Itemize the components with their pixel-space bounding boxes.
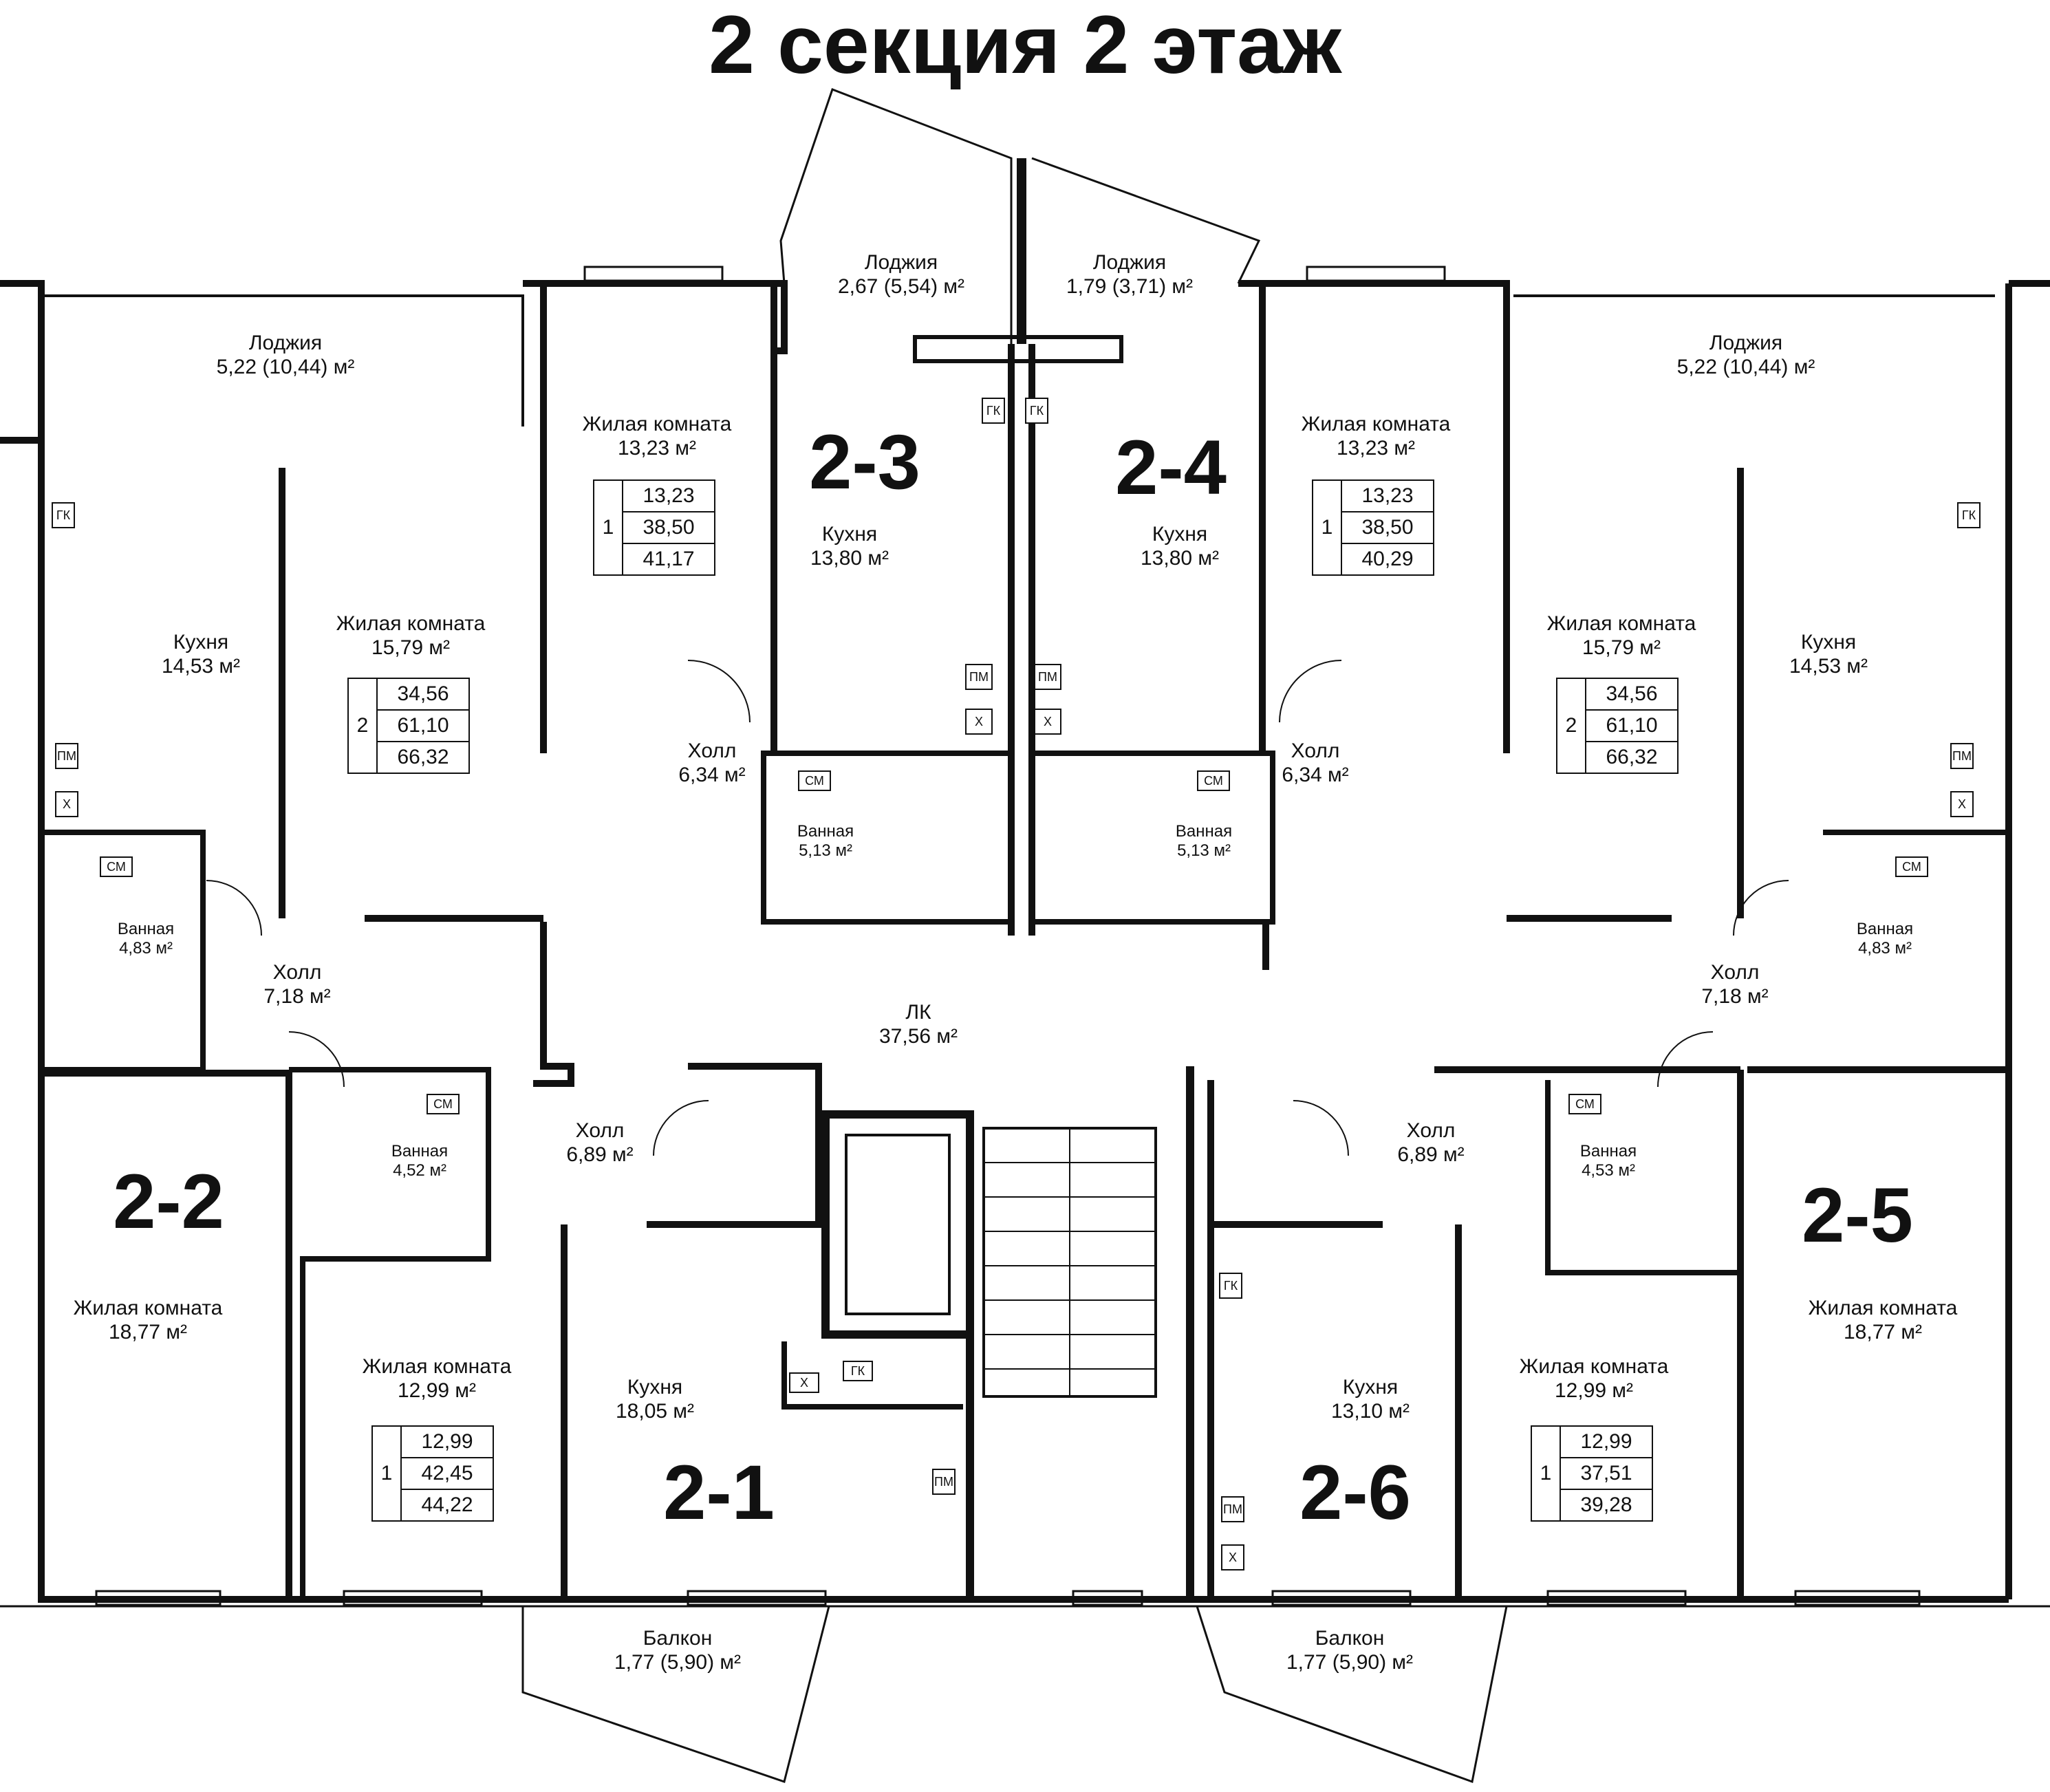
balcony-2-1-outline xyxy=(521,1606,830,1783)
loggia-2-4-outline xyxy=(1031,157,1261,284)
wall xyxy=(289,1067,491,1599)
wall xyxy=(41,1070,292,1599)
gas-boiler-icon: ГК xyxy=(52,502,75,528)
fridge-icon: Х xyxy=(965,709,993,735)
fridge-icon: Х xyxy=(789,1372,819,1393)
wall xyxy=(1238,280,1510,753)
washer-icon: СМ xyxy=(100,856,133,877)
dishwasher-icon: ПМ xyxy=(1034,664,1061,690)
washer-icon: СМ xyxy=(427,1094,460,1114)
bath-2-4-outline xyxy=(1029,751,1275,925)
gas-boiler-icon: ГК xyxy=(1025,398,1048,424)
washer-icon: СМ xyxy=(1568,1094,1601,1114)
apartment-number: 2-4 xyxy=(1115,424,1227,510)
apartment-number: 2-5 xyxy=(1802,1172,1913,1258)
washer-icon: СМ xyxy=(1895,856,1928,877)
loggia-2-3-outline xyxy=(779,88,1013,344)
outer-wall xyxy=(38,283,2009,1603)
outer-wall xyxy=(0,280,45,444)
washer-icon: СМ xyxy=(798,770,831,791)
gas-boiler-icon: ГК xyxy=(1957,502,1981,528)
fridge-icon: Х xyxy=(1950,791,1974,817)
stair-steps xyxy=(984,1128,1156,1396)
gas-boiler-icon: ГК xyxy=(843,1361,873,1381)
apartment-number: 2-1 xyxy=(663,1449,775,1535)
apartment-number: 2-3 xyxy=(809,419,920,505)
beam xyxy=(913,335,1123,363)
wall xyxy=(523,280,788,354)
page-title: 2 секция 2 этаж xyxy=(709,0,1341,91)
door-swings xyxy=(206,660,1789,1156)
fridge-icon: Х xyxy=(1221,1544,1244,1570)
wall xyxy=(647,1063,822,1228)
dishwasher-icon: ПМ xyxy=(965,664,993,690)
dishwasher-icon: ПМ xyxy=(1950,743,1974,769)
gas-boiler-icon: ГК xyxy=(982,398,1005,424)
apartment-number: 2-2 xyxy=(113,1158,224,1244)
wall xyxy=(781,1341,963,1410)
fridge-icon: Х xyxy=(1034,709,1061,735)
apartment-number: 2-6 xyxy=(1299,1449,1411,1535)
bath-2-3-outline xyxy=(761,751,1014,925)
dishwasher-icon: ПМ xyxy=(932,1469,956,1495)
corridor-wall xyxy=(533,922,574,1087)
loggia-outline xyxy=(41,294,524,427)
lift-car xyxy=(845,1134,951,1315)
washer-icon: СМ xyxy=(1197,770,1230,791)
gas-boiler-icon: ГК xyxy=(1219,1273,1242,1299)
dishwasher-icon: ПМ xyxy=(55,743,78,769)
windows xyxy=(95,266,1921,1606)
balcony-2-6-outline xyxy=(1196,1606,1508,1784)
dishwasher-icon: ПМ xyxy=(1221,1496,1244,1522)
fridge-icon: Х xyxy=(55,791,78,817)
